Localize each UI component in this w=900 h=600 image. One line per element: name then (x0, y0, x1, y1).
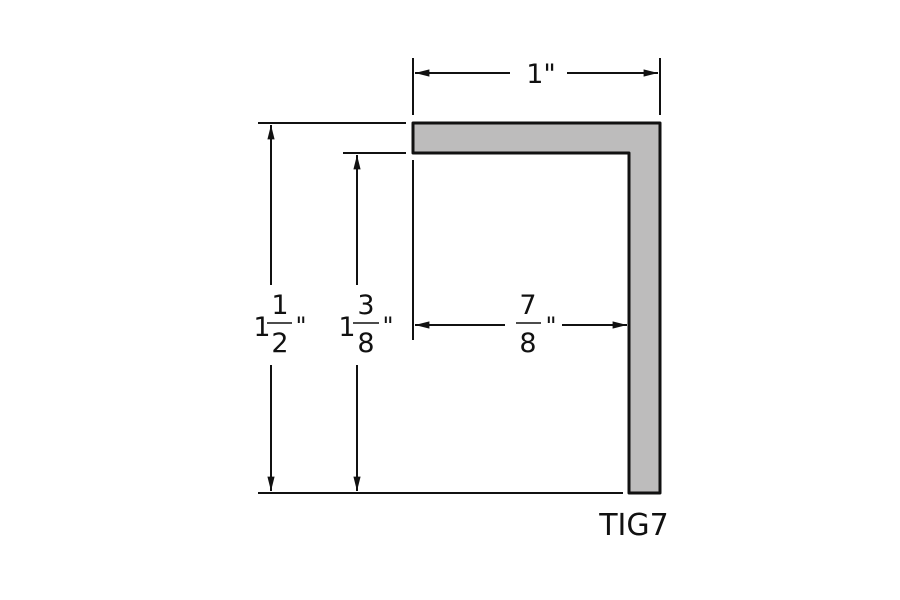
overall-height-numerator: 1 (271, 290, 288, 321)
width-unit: " (543, 59, 555, 90)
inner-width-denominator: 8 (519, 328, 536, 359)
inner-width-dimension: 7 8 " (415, 290, 627, 359)
overall-height-whole: 1 (253, 312, 270, 343)
inner-height-dimension: 1 3 8 " (338, 154, 394, 491)
inner-width-unit: " (545, 312, 556, 340)
inner-width-numerator: 7 (519, 290, 536, 321)
svg-text:1": 1" (526, 59, 556, 90)
part-label: TIG7 (598, 508, 669, 543)
inner-height-whole: 1 (338, 312, 355, 343)
inner-height-numerator: 3 (357, 290, 374, 321)
angle-profile-shape (411, 121, 662, 495)
overall-height-denominator: 2 (271, 328, 288, 359)
inner-height-unit: " (382, 312, 393, 340)
width-value: 1 (526, 59, 543, 90)
overall-height-unit: " (295, 312, 306, 340)
overall-height-dimension: 1 1 2 " (253, 124, 307, 491)
inner-height-denominator: 8 (357, 328, 374, 359)
width-dimension: 1" (412, 58, 661, 115)
